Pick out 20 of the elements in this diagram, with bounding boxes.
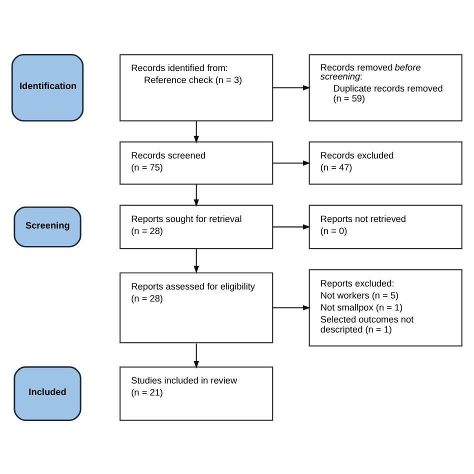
node-box: Reports assessed for eligibility (n = 28) <box>120 272 274 343</box>
arrow <box>194 248 199 273</box>
arrow <box>272 84 310 90</box>
node-box: Included <box>14 366 82 421</box>
arrow <box>272 224 310 230</box>
node-box: Reports sought for retrieval (n = 28) <box>120 204 274 249</box>
node-box: Records excluded (n = 47) <box>308 140 462 184</box>
node-box: Records screened (n = 75) <box>120 140 274 184</box>
node-box: Reports not retrieved (n = 0) <box>308 204 462 249</box>
arrow <box>272 160 310 166</box>
node-box: Studies included in review (n = 21) <box>120 366 274 420</box>
node-box: Screening <box>14 206 82 247</box>
arrow <box>194 120 199 143</box>
node-box: Records removed before screening: Duplicate records removed (n = 59) <box>308 54 462 121</box>
node-box: Identification <box>11 53 84 122</box>
arrow <box>272 304 310 310</box>
node-box: Reports excluded: Not workers (n = 5) Not smallpox (n = 1) Selected outcomes not descripted (n = 1) <box>308 268 462 346</box>
node-box: Records identified from: Reference check (n = 3) <box>120 54 274 121</box>
arrow <box>194 343 199 368</box>
arrow <box>194 184 199 206</box>
